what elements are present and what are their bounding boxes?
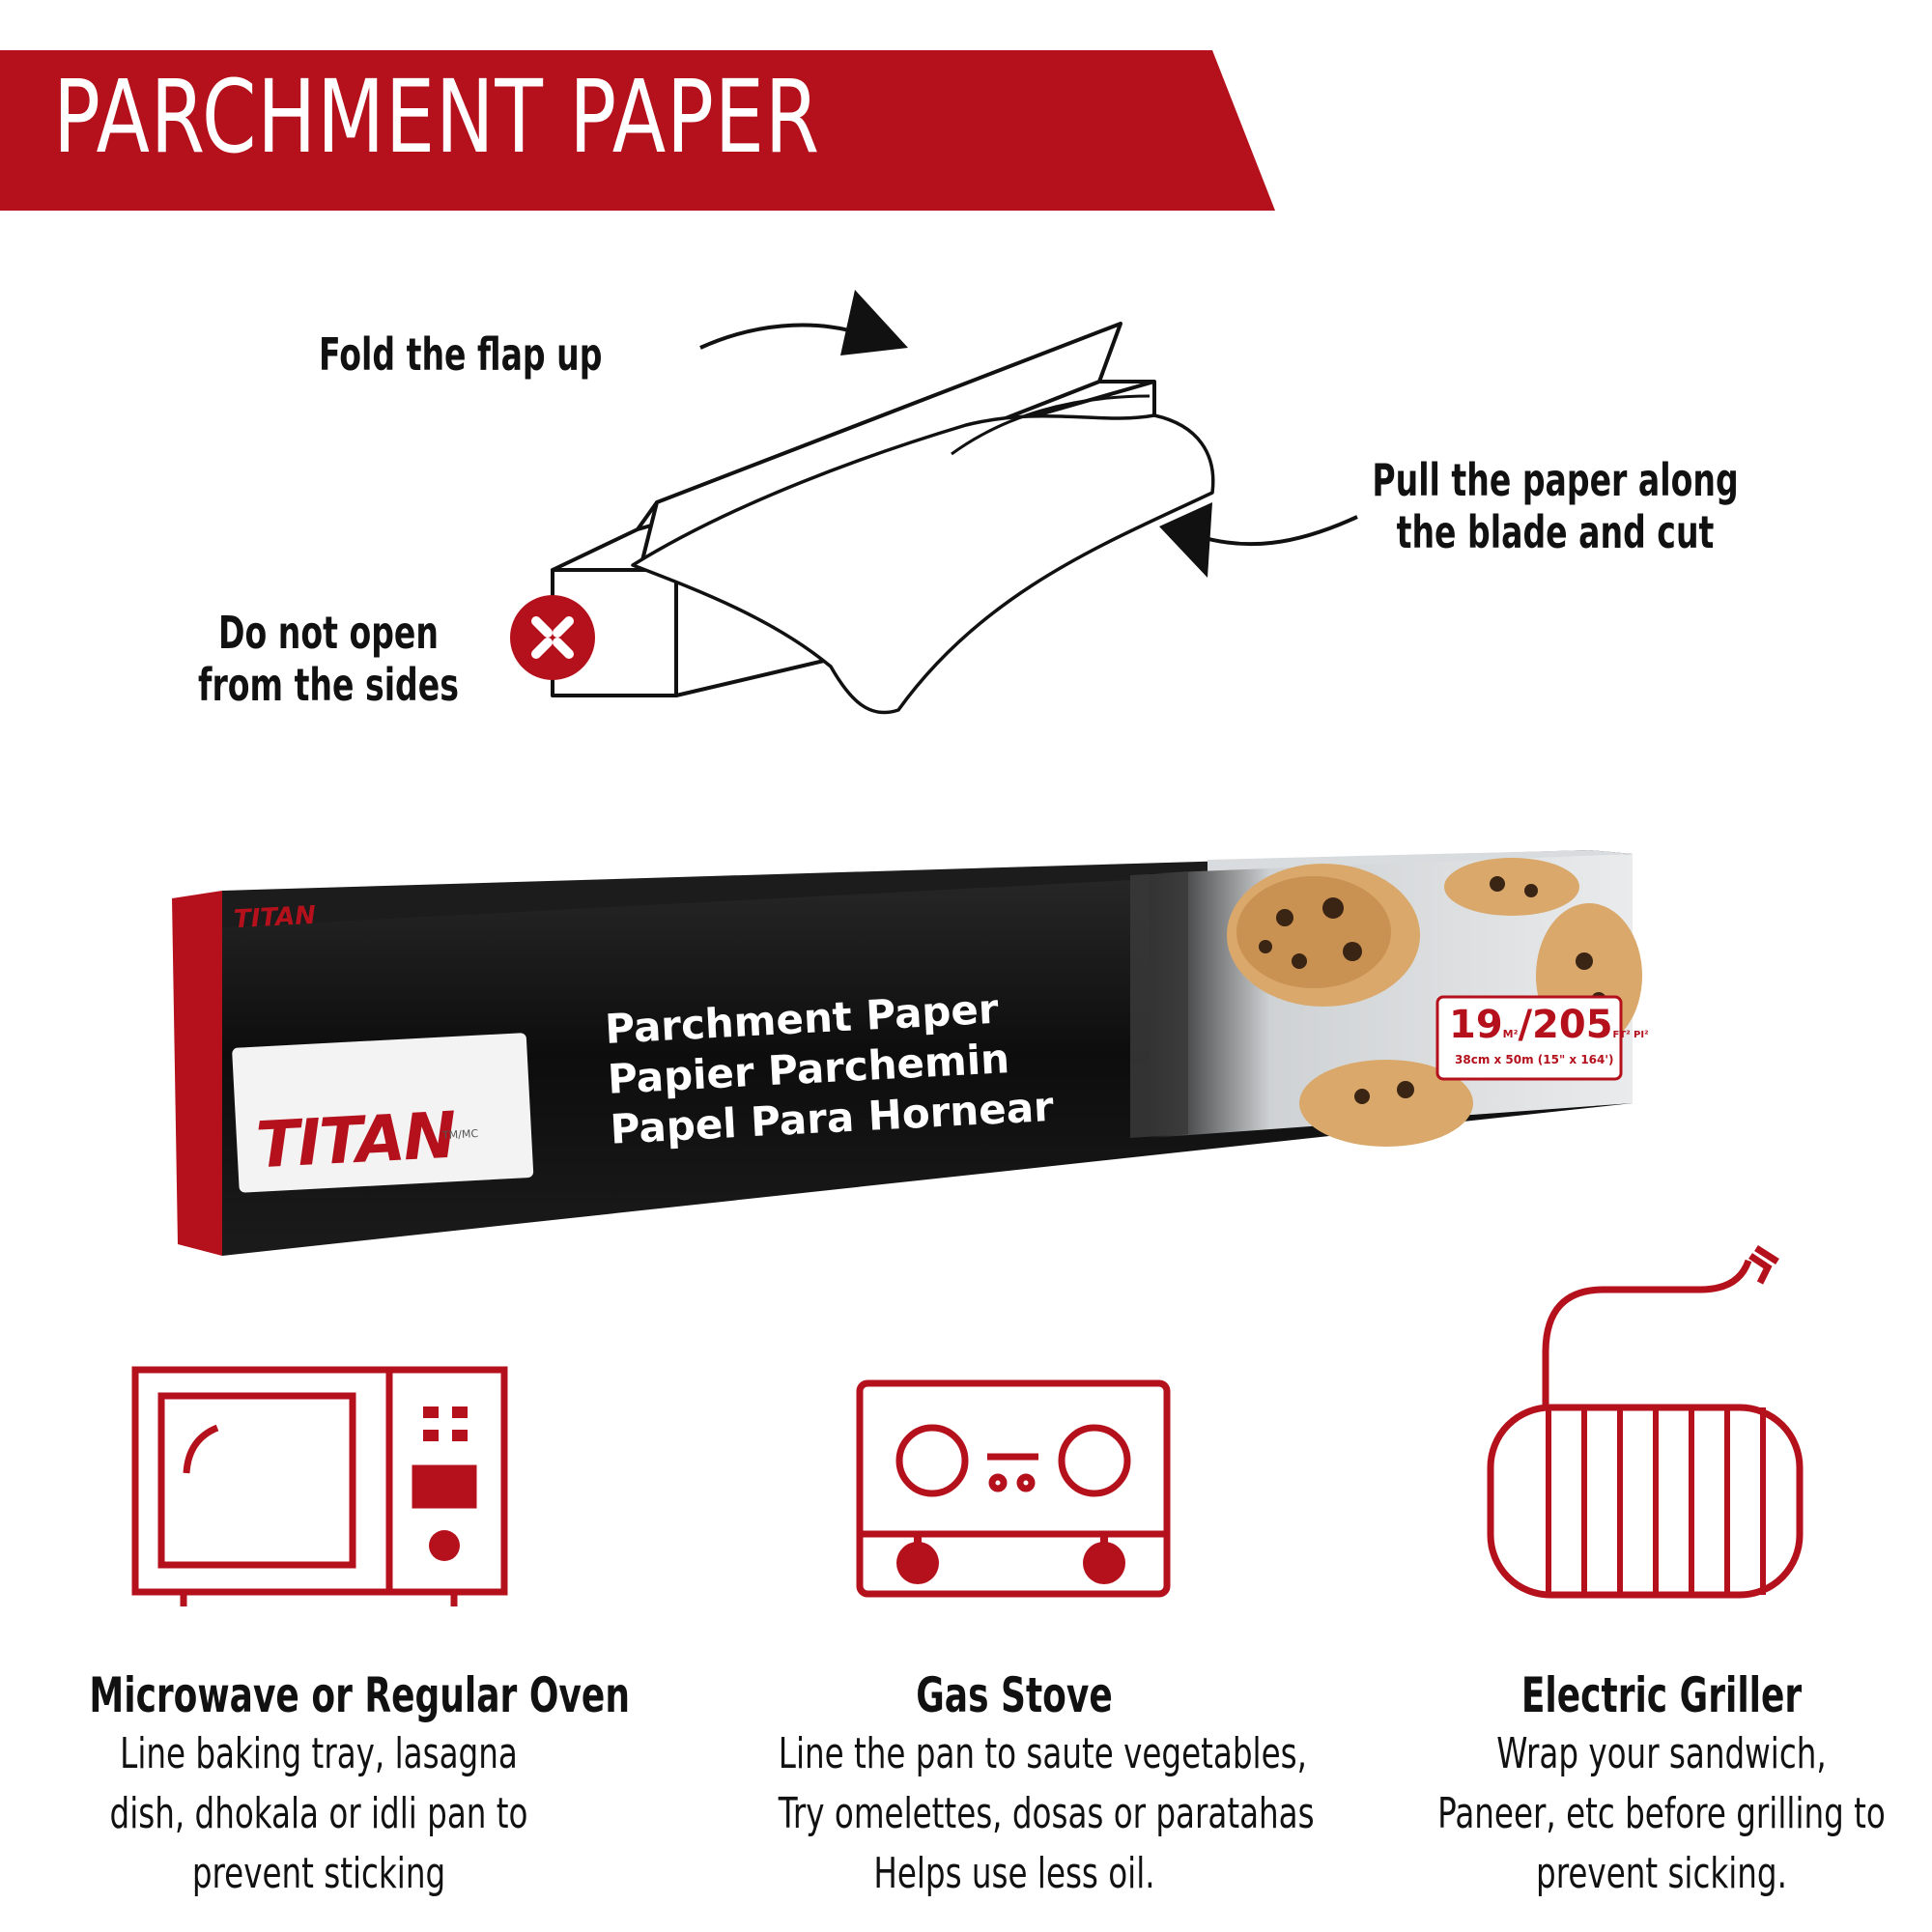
brand-logo: TITAN — [254, 1097, 457, 1183]
trademark: TM/MC — [441, 1127, 479, 1142]
x-circle-icon — [510, 595, 595, 680]
size-alt-unit: FT² PI² — [1612, 1030, 1649, 1040]
parchment-sheet — [631, 413, 1215, 715]
arrow-pull — [1197, 515, 1358, 547]
size-badge-values: 19M²/205FT² PI² — [1449, 1003, 1649, 1047]
electric-griller-icon — [1487, 1245, 1804, 1599]
use-icons — [131, 1245, 1804, 1606]
use-gas-stove-line2: Try omelettes, dosas or paratahas — [778, 1789, 1315, 1838]
use-microwave-line2: dish, dhokala or idli pan to — [109, 1789, 528, 1838]
use-microwave-title: Microwave or Regular Oven — [89, 1667, 630, 1723]
use-microwave-line1: Line baking tray, lasagna — [120, 1729, 518, 1778]
use-gas-stove-line1: Line the pan to saute vegetables, — [778, 1729, 1307, 1778]
pull-instruction-line1: Pull the paper along — [1372, 454, 1739, 506]
use-gas-stove-line3: Helps use less oil. — [873, 1849, 1155, 1898]
use-electric-griller-line2: Paneer, etc before grilling to — [1437, 1789, 1886, 1838]
use-electric-griller: Electric Griller Wrap your sandwich, Pan… — [1343, 1666, 1932, 1904]
fold-instruction: Fold the flap up — [319, 328, 603, 381]
page-title: PARCHMENT PAPER — [53, 58, 820, 176]
use-microwave-line3: prevent sticking — [191, 1849, 446, 1898]
size-badge — [1435, 995, 1623, 1081]
product-box: TITAN TM/MC TITAN Parchment Paper Papier… — [164, 831, 1797, 1265]
sides-warning-line1: Do not open — [218, 607, 439, 659]
stove-knobs — [896, 1532, 1125, 1584]
use-gas-stove: Gas Stove Line the pan to saute vegetabl… — [696, 1666, 1333, 1904]
sides-warning-line2: from the sides — [198, 659, 459, 711]
size-main: 19 — [1449, 1003, 1503, 1047]
header-banner — [0, 50, 1275, 211]
pull-instruction-line2: the blade and cut — [1396, 506, 1715, 558]
use-electric-griller-title: Electric Griller — [1520, 1667, 1803, 1723]
use-gas-stove-title: Gas Stove — [916, 1667, 1113, 1723]
size-dimensions: 38cm x 50m (15" x 164') — [1455, 1053, 1614, 1066]
gas-stove-icon — [856, 1379, 1171, 1598]
use-electric-griller-line1: Wrap your sandwich, — [1496, 1729, 1827, 1778]
dispenser-diagram — [510, 290, 1358, 715]
microwave-buttons — [423, 1406, 468, 1441]
sides-warning: Do not open from the sides — [168, 607, 488, 711]
top-brand-logo: TITAN — [233, 900, 317, 935]
arrow-fold — [699, 323, 861, 350]
use-microwave: Microwave or Regular Oven Line baking tr… — [0, 1666, 638, 1904]
size-alt: 205 — [1532, 1003, 1613, 1047]
microwave-icon — [131, 1366, 508, 1606]
pull-instruction: Pull the paper along the blade and cut — [1360, 454, 1749, 558]
size-main-unit: M² — [1502, 1028, 1519, 1040]
box-end-panel — [172, 891, 222, 1256]
product-names: Parchment Paper Papier Parchemin Papel P… — [604, 981, 1055, 1155]
use-electric-griller-line3: prevent sicking. — [1536, 1849, 1787, 1898]
brand-label-panel — [232, 1033, 534, 1193]
